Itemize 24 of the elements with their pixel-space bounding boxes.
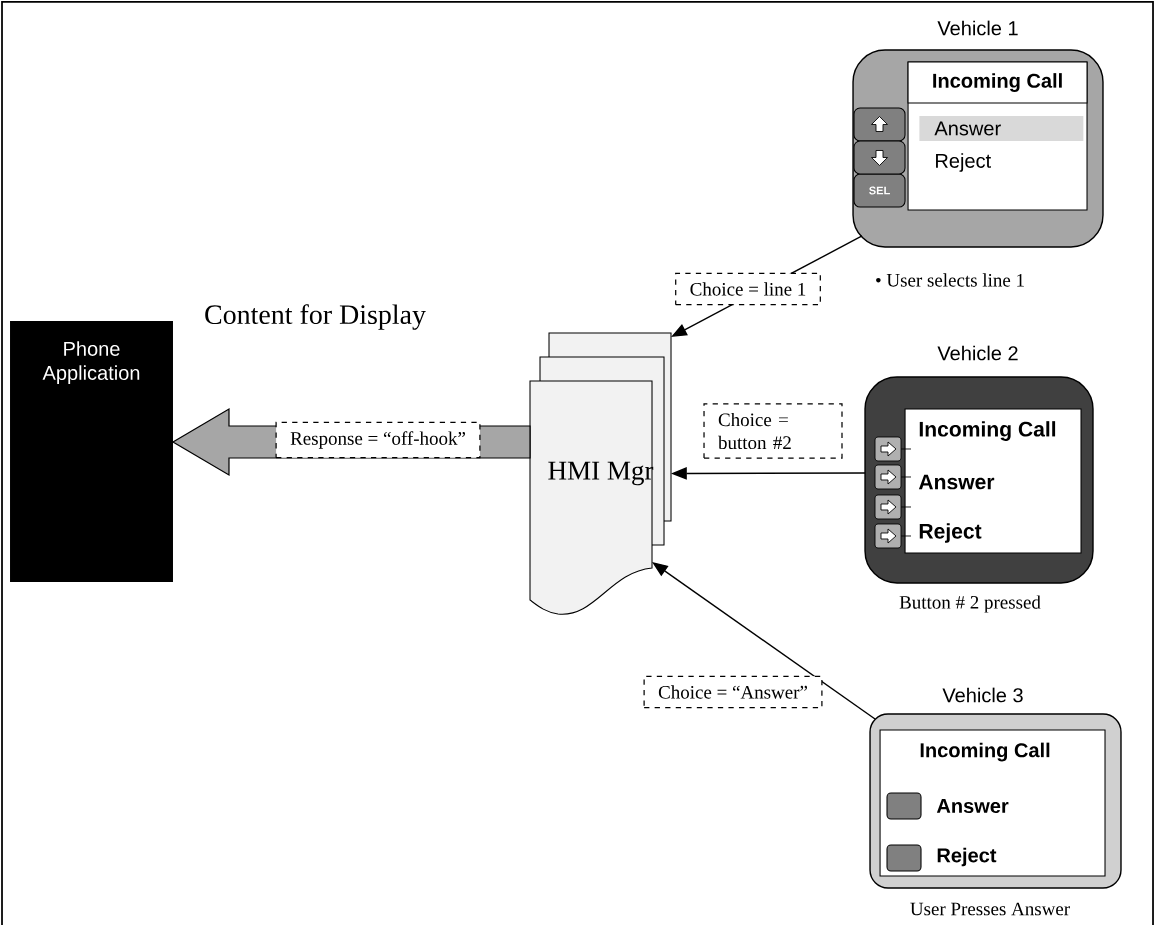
device-heading: Vehicle 2 — [937, 345, 1018, 361]
highlighted-option: Answer — [919, 116, 1084, 141]
arrow — [652, 562, 876, 720]
menu-option: Answer — [918, 474, 995, 490]
node-label: User Presses Answer — [910, 902, 1070, 916]
screen-title: Incoming Call — [919, 421, 1056, 441]
edge-label: Choice = “Answer” — [643, 675, 823, 709]
device-heading: Vehicle 1 — [937, 20, 1018, 36]
screen-title: Incoming Call — [920, 742, 1050, 762]
device-heading: Vehicle 3 — [942, 687, 1023, 703]
button-label: Answer — [936, 799, 1009, 813]
edge-label: Choice = line 1 — [675, 272, 821, 306]
application-box: Phone Application — [10, 321, 173, 582]
menu-option: Reject — [936, 153, 991, 172]
node-label: Button # 2 pressed — [899, 595, 1041, 613]
select-key: SEL — [853, 173, 906, 208]
document-stack: HMI Mgr — [529, 332, 672, 615]
edge-label: Response = “off-hook” — [275, 421, 481, 459]
section-title: Content for Display — [205, 304, 426, 330]
screen-title: Incoming Call — [907, 61, 1088, 104]
menu-option: Reject — [919, 523, 982, 543]
node-label: • User selects line 1 — [876, 273, 1024, 287]
button-label: Reject — [937, 847, 997, 867]
edge-label: Choice = button #2 — [703, 403, 843, 459]
